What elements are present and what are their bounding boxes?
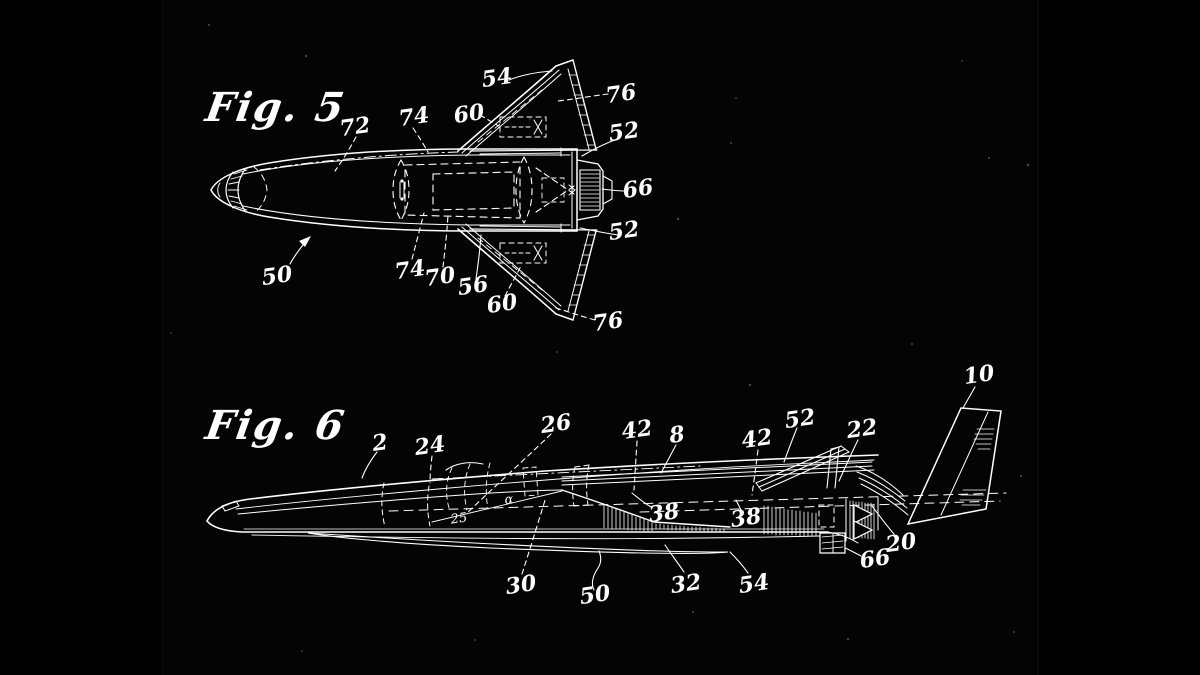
fig6-leader-lines (361, 386, 976, 591)
fig6-vertical-tail (855, 407, 1002, 526)
fig5-wings (457, 59, 598, 321)
fig5-fuselage (210, 148, 578, 232)
fig5-payload-bay (392, 156, 578, 224)
fig6-wing-root (561, 461, 875, 537)
dust-speckles (170, 24, 1030, 652)
fig6-sideview-drawing (206, 386, 1007, 591)
fig5-topview-drawing (210, 59, 627, 321)
arrowhead-50 (299, 236, 311, 247)
fig6-engine-section (818, 496, 879, 554)
fig6-title: Fig. 6 (202, 402, 350, 449)
fig5-leader-lines (289, 70, 627, 321)
fig6-dorsal-fin-and-pylon (755, 445, 850, 492)
fig5-title: Fig. 5 (202, 84, 350, 131)
fig6-fuselage (206, 454, 1007, 554)
